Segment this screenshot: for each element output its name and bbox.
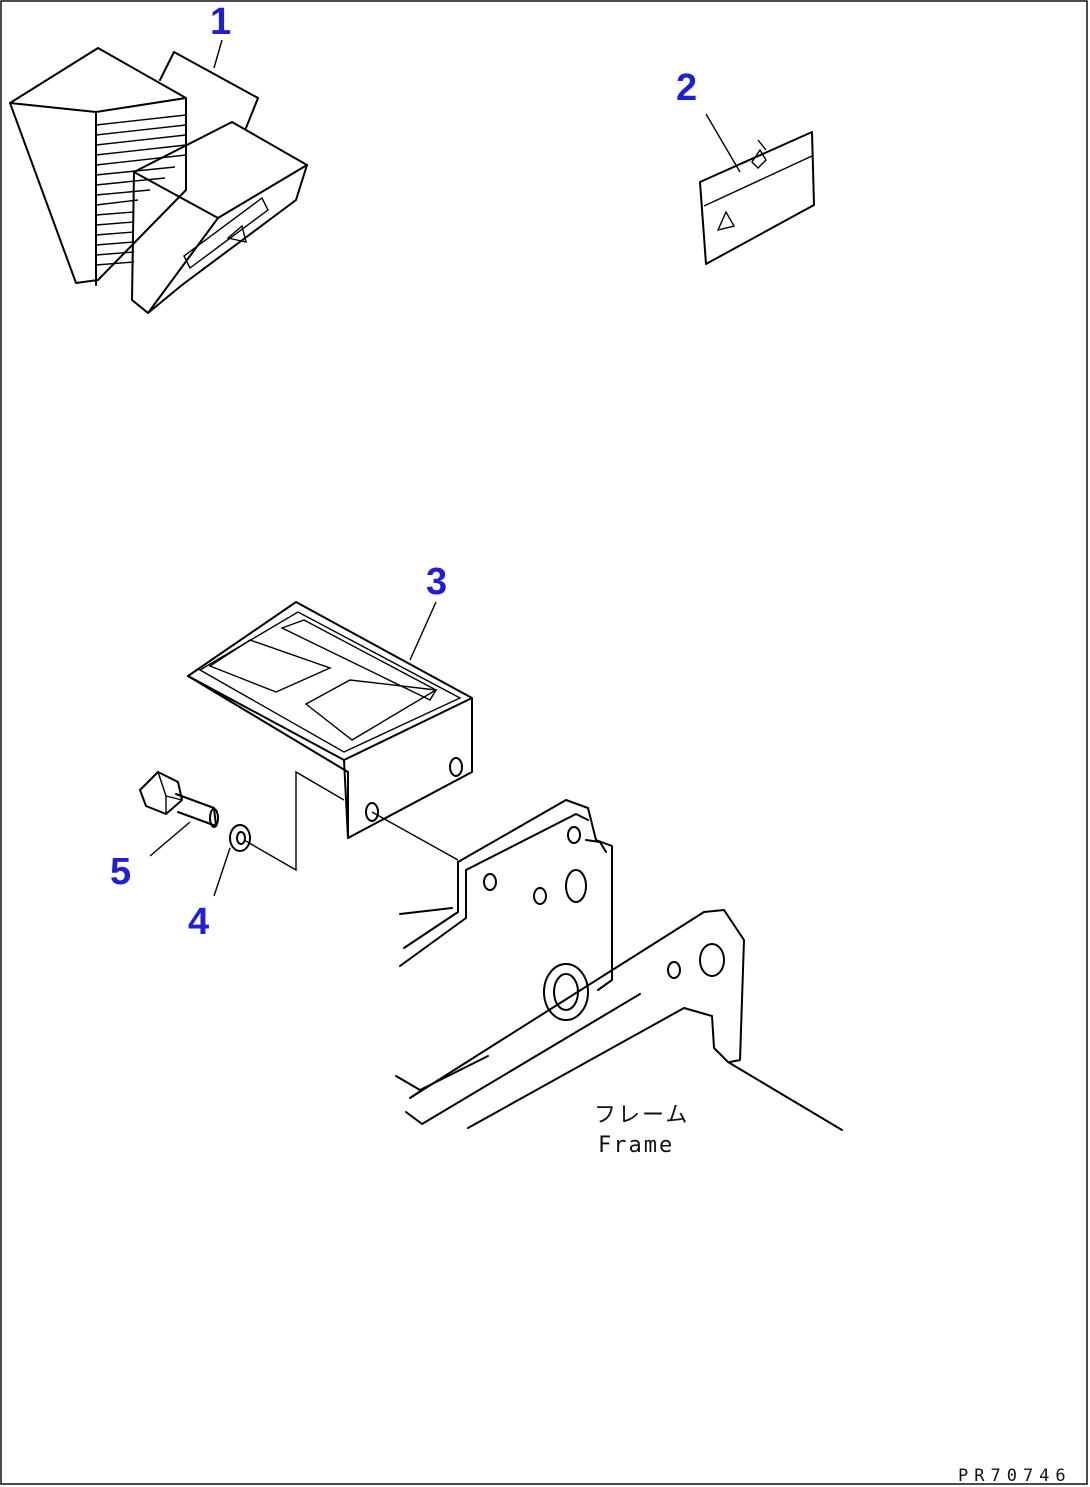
callout-3: 3 bbox=[426, 561, 447, 603]
washer-icon bbox=[229, 824, 251, 852]
callout-5: 5 bbox=[110, 851, 131, 893]
frame-label-japanese: フレーム bbox=[594, 1103, 689, 1128]
callout-1: 1 bbox=[210, 1, 231, 43]
chock-icon bbox=[9, 47, 308, 314]
callout-2: 2 bbox=[676, 67, 697, 109]
callout-4: 4 bbox=[188, 901, 209, 943]
frame-label-english: Frame bbox=[598, 1133, 674, 1158]
bolt-icon bbox=[139, 771, 219, 828]
frame-icon bbox=[395, 799, 843, 1131]
caution-plate-icon bbox=[699, 131, 815, 265]
drawing-code: PR70746 bbox=[958, 1466, 1072, 1486]
leader-lines bbox=[149, 39, 741, 897]
bracket-icon bbox=[187, 601, 473, 872]
